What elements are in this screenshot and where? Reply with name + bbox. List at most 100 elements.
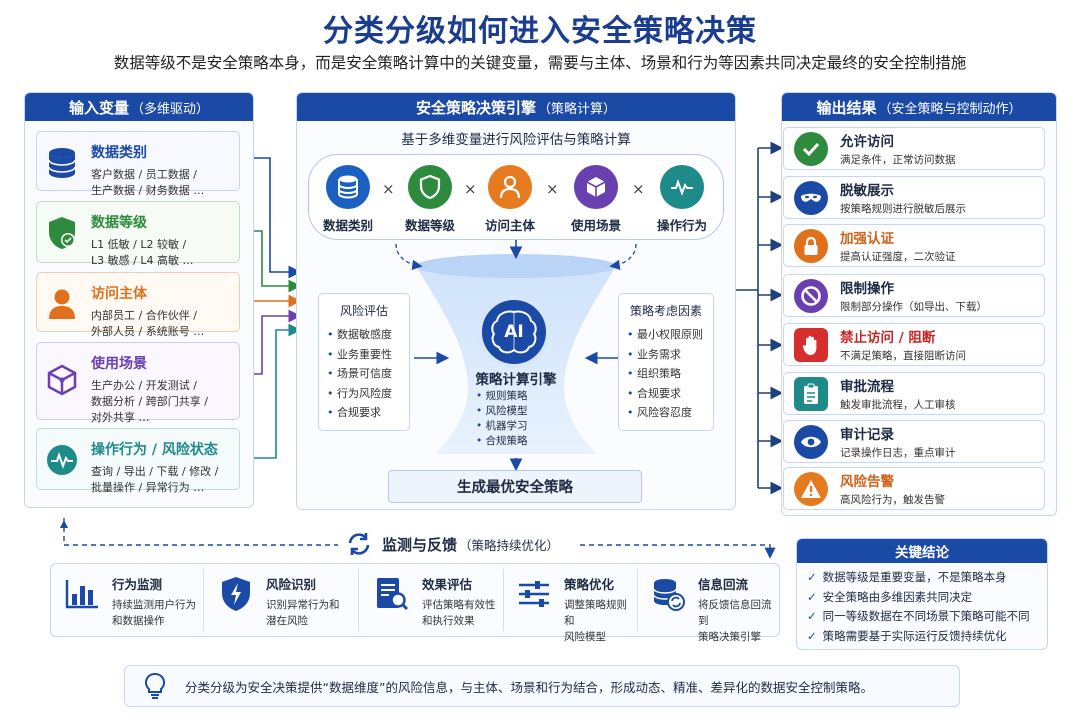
key-conclusions-title: 关键结论 bbox=[797, 539, 1047, 563]
feedback-item-title: 风险识别 bbox=[266, 577, 317, 592]
risk-evaluation-item: 业务重要性 bbox=[327, 345, 401, 365]
core-engine-list: • 规则策略 • 风险模型 • 机器学习 • 合规策略 bbox=[476, 389, 556, 449]
ai-label: AI bbox=[504, 322, 524, 342]
input-card-access-subject: 访问主体 内部员工 / 合作伙伴 / 外部人员 / 系统账号 … bbox=[36, 272, 240, 338]
footer-note-box: 分类分级为安全决策提供“数据维度”的风险信息，与主体、场景和行为结合，形成动态、… bbox=[124, 665, 960, 707]
user-icon bbox=[45, 287, 79, 321]
input-card-operation-behavior: 操作行为 / 风险状态 查询 / 导出 / 下载 / 修改 / 批量操作 / 异… bbox=[36, 428, 240, 494]
output-panel-title-paren: （安全策略与控制动作） bbox=[878, 101, 1022, 117]
output-restrict-operation: 限制操作限制部分操作（如导出、下载） bbox=[783, 274, 1045, 317]
output-title: 风险告警 bbox=[840, 474, 894, 490]
conclusion-item: ✓同一等级数据在不同场景下策略可能不同 bbox=[807, 607, 1047, 627]
variable-data-level: 数据等级 bbox=[390, 165, 470, 234]
variable-label: 数据类别 bbox=[322, 218, 373, 233]
variable-label: 访问主体 bbox=[484, 218, 535, 233]
feedback-item-desc: 识别异常行为和 潜在风险 bbox=[266, 599, 340, 627]
strategy-factor-item: 合规要求 bbox=[627, 384, 705, 404]
check-icon bbox=[794, 131, 828, 166]
lock-icon bbox=[794, 228, 828, 263]
strategy-factor-item: 业务需求 bbox=[627, 345, 705, 365]
input-card-desc: 查询 / 导出 / 下载 / 修改 / 批量操作 / 异常行为 … bbox=[91, 465, 219, 494]
eye-icon bbox=[794, 424, 828, 459]
input-card-title: 使用场景 bbox=[91, 356, 147, 372]
feedback-policy-optimization: 策略优化调整策略规则和 风险模型 bbox=[514, 568, 636, 643]
core-engine-title: 策略计算引擎 bbox=[475, 372, 557, 388]
sliders-icon bbox=[514, 574, 554, 614]
output-title: 加强认证 bbox=[840, 231, 894, 247]
page-subtitle: 数据等级不是安全策略本身，而是安全策略计算中的关键变量，需要与主体、场景和行为等… bbox=[113, 54, 967, 72]
times-sign: × bbox=[632, 180, 645, 198]
lightbulb-icon bbox=[143, 672, 167, 700]
feedback-item-desc: 调整策略规则和 风险模型 bbox=[564, 599, 627, 643]
output-title: 审计记录 bbox=[840, 427, 894, 443]
pulse-icon bbox=[660, 165, 704, 209]
strategy-factor-item: 最小权限原则 bbox=[627, 325, 705, 345]
output-desc: 高风险行为，触发告警 bbox=[840, 494, 945, 506]
core-engine-item-text: 机器学习 bbox=[485, 420, 528, 432]
divider bbox=[203, 569, 204, 631]
output-desc: 按策略规则进行脱敏后展示 bbox=[840, 203, 966, 215]
variable-label: 数据等级 bbox=[404, 218, 455, 233]
feedback-title-paren: （策略持续优化） bbox=[459, 537, 560, 553]
conclusion-text: 策略需要基于实际运行反馈持续优化 bbox=[822, 628, 1007, 643]
risk-evaluation-title: 风险评估 bbox=[339, 304, 388, 318]
database-sync-icon bbox=[648, 574, 688, 614]
core-engine-item: • 机器学习 bbox=[476, 420, 528, 432]
feedback-behavior-monitoring: 行为监测持续监测用户行为 和数据操作 bbox=[62, 568, 202, 630]
input-card-title: 访问主体 bbox=[91, 286, 147, 302]
checkmark-icon: ✓ bbox=[807, 589, 817, 604]
conclusion-item: ✓ 数据等级是重要变量，不是策略本身 bbox=[807, 568, 1047, 588]
conclusion-text: 安全策略由多维因素共同决定 bbox=[822, 589, 973, 604]
input-card-data-level: 数据等级 L1 低敏 / L2 较敏 / L3 敏感 / L4 高敏 … bbox=[36, 201, 240, 267]
refresh-cycle-icon bbox=[344, 531, 374, 557]
engine-panel-title-paren: （策略计算） bbox=[538, 101, 617, 117]
input-card-usage-scene: 使用场景 生产办公 / 开发测试 / 数据分析 / 跨部门共享 / 对外共享 … bbox=[36, 342, 240, 424]
output-audit-record: 审计记录记录操作日志，重点审计 bbox=[783, 420, 1045, 463]
output-panel-header: 输出结果（安全策略与控制动作） bbox=[782, 93, 1056, 121]
input-card-title: 操作行为 / 风险状态 bbox=[91, 442, 218, 458]
times-sign: × bbox=[382, 180, 395, 198]
risk-evaluation-item: 场景可信度 bbox=[327, 364, 401, 384]
variable-label: 操作行为 bbox=[656, 218, 707, 233]
ai-brain-icon: AI bbox=[478, 296, 550, 368]
shield-check-icon bbox=[45, 216, 79, 250]
hand-stop-icon bbox=[794, 327, 828, 362]
output-desc: 提高认证强度，二次验证 bbox=[840, 251, 956, 263]
checkmark-icon: ✓ bbox=[807, 628, 817, 643]
output-desc: 不满足策略，直接阻断访问 bbox=[840, 350, 966, 362]
core-engine-item: • 合规策略 bbox=[476, 435, 528, 447]
core-engine-item: • 风险模型 bbox=[476, 405, 528, 417]
page-title: 分类分级如何进入安全策略决策 bbox=[323, 14, 757, 49]
feedback-item-title: 行为监测 bbox=[112, 577, 163, 592]
engine-panel-title: 安全策略决策引擎 bbox=[415, 98, 536, 117]
divider bbox=[503, 569, 504, 631]
pulse-icon bbox=[45, 443, 79, 477]
conclusion-text: 同一等级数据在不同场景下策略可能不同 bbox=[822, 609, 1030, 623]
output-title: 禁止访问 / 阻断 bbox=[840, 330, 936, 346]
output-desc: 触发审批流程，人工审核 bbox=[840, 399, 956, 411]
strategy-factors-title: 策略考虑因素 bbox=[629, 304, 702, 318]
core-engine-item-text: 合规策略 bbox=[485, 435, 528, 447]
feedback-info-backflow: 信息回流将反馈信息回流到 策略决策引擎 bbox=[648, 568, 778, 643]
footer-note-text: 分类分级为安全决策提供“数据维度”的风险信息，与主体、场景和行为结合，形成动态、… bbox=[185, 679, 873, 695]
feedback-item-desc: 将反馈信息回流到 策略决策引擎 bbox=[698, 599, 772, 643]
feedback-item-desc: 评估策略有效性 和执行效果 bbox=[422, 599, 496, 627]
input-card-desc: L1 低敏 / L2 较敏 / L3 敏感 / L4 高敏 … bbox=[91, 238, 194, 267]
risk-evaluation-item: 合规要求 bbox=[327, 403, 401, 423]
risk-evaluation-item: 行为风险度 bbox=[327, 384, 401, 404]
feedback-item-title: 策略优化 bbox=[564, 577, 615, 592]
input-card-title: 数据等级 bbox=[91, 215, 147, 231]
risk-evaluation-box: 风险评估 数据敏感度 业务重要性 场景可信度 行为风险度 合规要求 bbox=[318, 293, 410, 431]
output-risk-alert: 风险告警高风险行为，触发告警 bbox=[783, 467, 1045, 510]
strategy-factors-box: 策略考虑因素 最小权限原则 业务需求 组织策略 合规要求 风险容忍度 bbox=[618, 293, 714, 431]
engine-subtitle: 基于多维变量进行风险评估与策略计算 bbox=[401, 132, 631, 148]
output-title: 允许访问 bbox=[840, 134, 894, 150]
variable-data-category: 数据类别 bbox=[308, 165, 388, 234]
output-title: 限制操作 bbox=[840, 281, 894, 297]
strategy-factor-item: 组织策略 bbox=[627, 364, 705, 384]
checkmark-icon: ✓ bbox=[807, 570, 817, 584]
database-icon bbox=[45, 146, 79, 180]
feedback-item-title: 信息回流 bbox=[698, 577, 749, 592]
feedback-header: 监测与反馈 （策略持续优化） bbox=[344, 531, 559, 557]
conclusion-text: 数据等级是重要变量，不是策略本身 bbox=[822, 570, 1007, 584]
